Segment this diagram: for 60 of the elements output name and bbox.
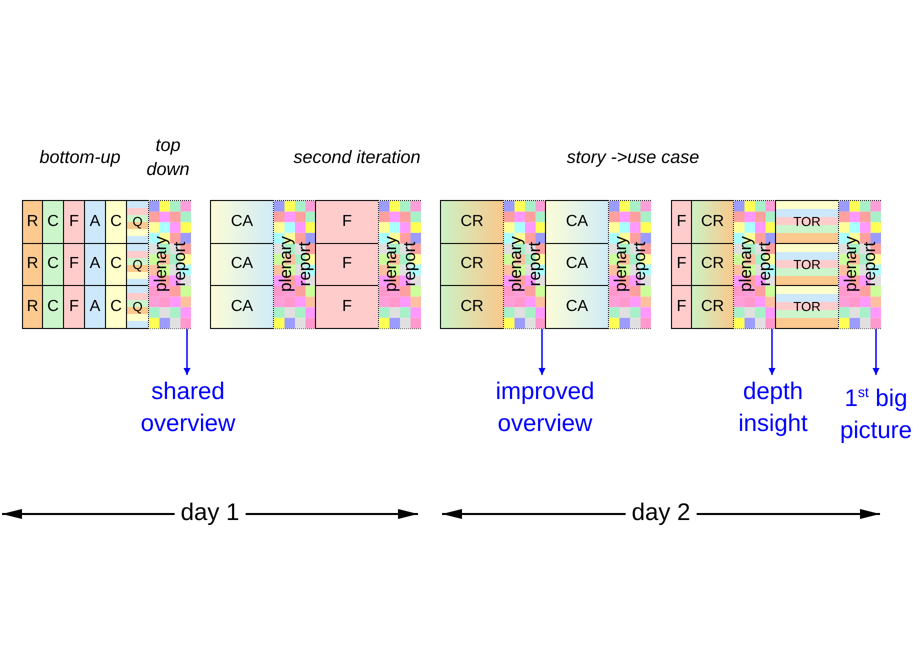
session-cell: CA (545, 242, 609, 286)
session-cell: C (105, 242, 127, 286)
session-cell: R (22, 200, 43, 244)
session-cell: CR (440, 242, 504, 286)
plenary-column: plenary report (733, 200, 776, 328)
session-cell: F (63, 285, 85, 328)
session-cell: A (84, 285, 106, 328)
session-cell: CR (440, 285, 504, 328)
session-cell: Q (126, 200, 149, 244)
phase-label: second iteration (293, 146, 421, 169)
session-cell: Q (126, 242, 149, 286)
session-cell: F (63, 242, 85, 286)
outcome-text: 1$^{st}$ big picture (832, 376, 920, 447)
arrow (768, 328, 776, 375)
session-cell: CA (210, 200, 274, 244)
phase-label: story ->use case (566, 146, 700, 169)
session-cell: CR (691, 200, 734, 244)
session-cell: F (671, 200, 692, 244)
plenary-column: plenary report (273, 200, 316, 328)
session-cell: CA (210, 285, 274, 328)
session-cell: C (42, 285, 64, 328)
arrow (872, 328, 880, 375)
outcome-text: improved overview (485, 376, 605, 440)
session-cell: CR (440, 200, 504, 244)
session-cell: C (105, 285, 127, 328)
session-cell: C (42, 200, 64, 244)
session-cell: TOR (775, 200, 839, 244)
session-cell: C (105, 200, 127, 244)
session-cell: CR (691, 242, 734, 286)
outcome-text: shared overview (128, 376, 248, 440)
session-cell: R (22, 242, 43, 286)
session-cell: F (63, 200, 85, 244)
outcome-text: depth insight (727, 376, 819, 440)
session-cell: CR (691, 285, 734, 328)
session-cell: C (42, 242, 64, 286)
phase-label: top down (145, 134, 191, 181)
session-cell: TOR (775, 285, 839, 328)
session-cell: Q (126, 285, 149, 328)
session-cell: F (671, 285, 692, 328)
arrow (538, 328, 546, 375)
session-cell: F (315, 285, 379, 328)
session-cell: TOR (775, 242, 839, 286)
plenary-column: plenary report (148, 200, 191, 328)
plenary-column: plenary report (503, 200, 546, 328)
session-cell: CA (545, 285, 609, 328)
day-label: day 2 (626, 501, 696, 525)
session-cell: R (22, 285, 43, 328)
session-cell: F (671, 242, 692, 286)
plenary-column: plenary report (608, 200, 651, 328)
session-cell: F (315, 242, 379, 286)
plenary-column: plenary report (378, 200, 421, 328)
arrow (184, 328, 190, 375)
day-label: day 1 (174, 501, 246, 525)
plenary-column: plenary report (838, 200, 881, 328)
session-cell: A (84, 200, 106, 244)
session-cell: A (84, 242, 106, 286)
session-cell: F (315, 200, 379, 244)
session-cell: CA (545, 200, 609, 244)
session-cell: CA (210, 242, 274, 286)
phase-label: bottom-up (39, 146, 121, 169)
